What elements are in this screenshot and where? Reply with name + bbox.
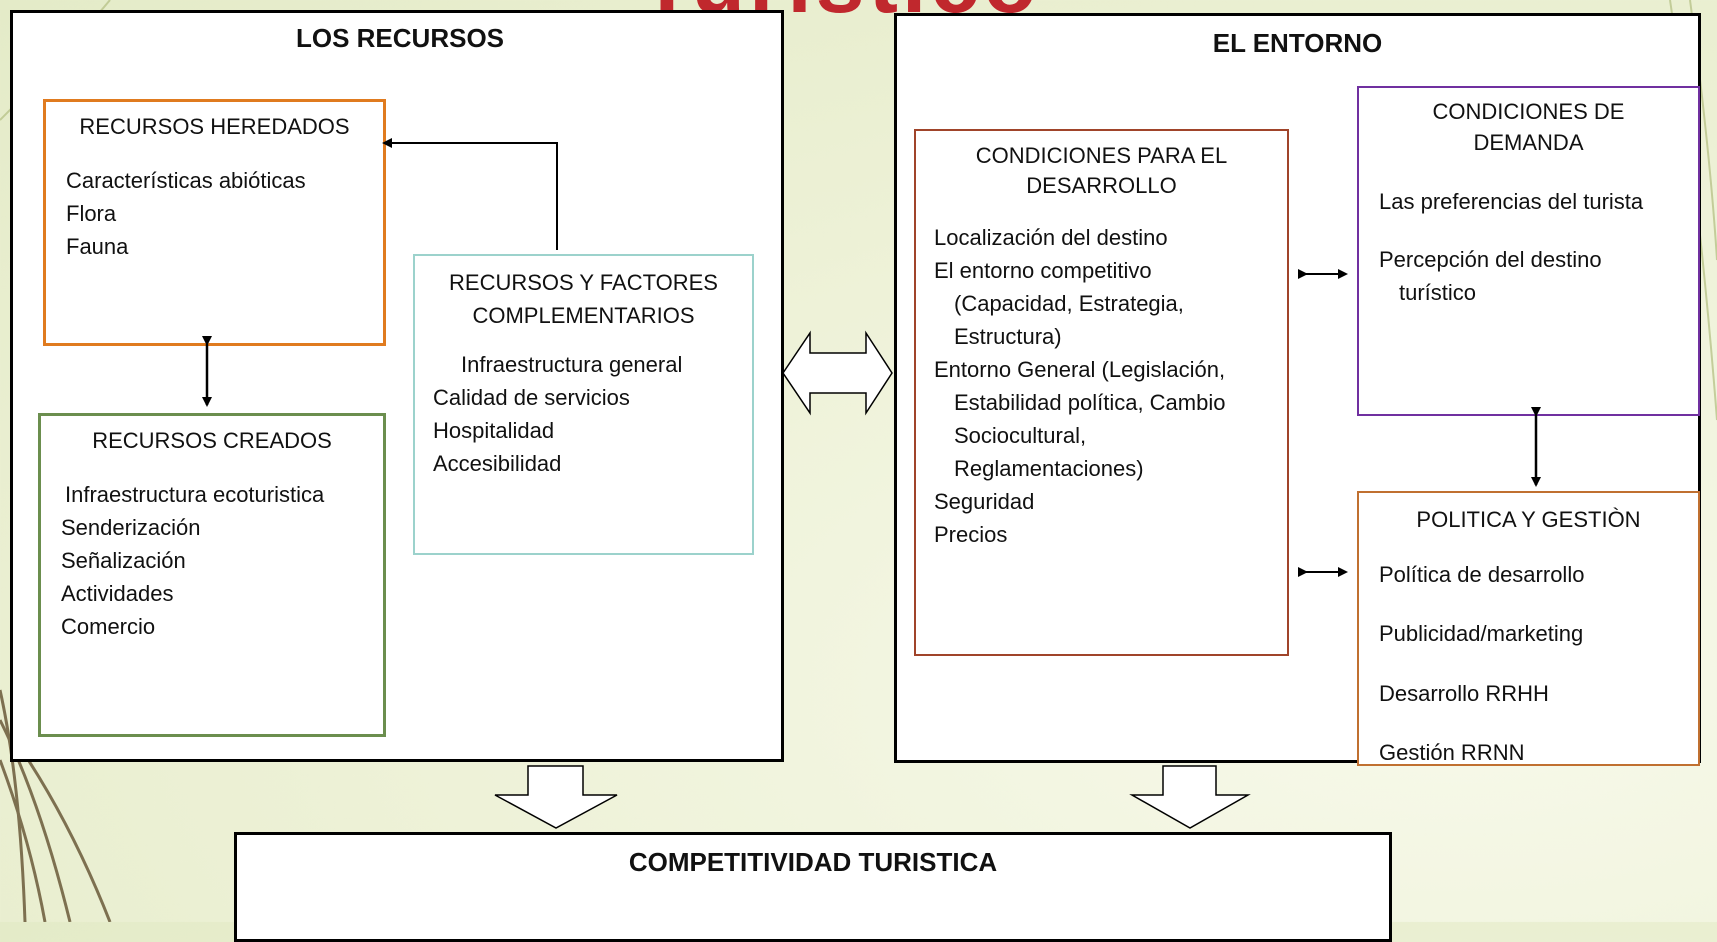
condiciones-desarrollo-line: El entorno competitivo <box>934 258 1152 283</box>
recursos-heredados-title: RECURSOS HEREDADOS <box>79 114 350 139</box>
condiciones-desarrollo-title: DESARROLLO <box>1026 173 1177 198</box>
recursos-complementarios-item: Infraestructura general <box>461 352 683 377</box>
condiciones-desarrollo-line: Reglamentaciones) <box>954 456 1144 481</box>
recursos-complementarios-item: Accesibilidad <box>433 451 562 476</box>
condiciones-desarrollo-title: CONDICIONES PARA EL <box>975 143 1228 168</box>
condiciones-demanda-item: Las preferencias del turista <box>1379 189 1644 214</box>
condiciones-desarrollo-line: Localización del destino <box>934 225 1168 250</box>
condiciones-demanda-box: CONDICIONES DE DEMANDA Las preferencias … <box>1357 86 1700 416</box>
recursos-creados-box: RECURSOS CREADOS Infraestructura ecoturi… <box>38 413 386 737</box>
condiciones-desarrollo-box: CONDICIONES PARA EL DESARROLLO Localizac… <box>914 129 1289 656</box>
recursos-heading: LOS RECURSOS <box>295 23 505 53</box>
recursos-heredados-item: Flora <box>66 201 117 226</box>
politica-gestion-item: Política de desarrollo <box>1379 562 1585 587</box>
recursos-creados-item: Senderización <box>61 515 201 540</box>
recursos-panel: LOS RECURSOS RECURSOS HEREDADOS Caracter… <box>10 10 784 762</box>
condiciones-desarrollo-line: Precios <box>934 522 1008 547</box>
recursos-creados-item: Infraestructura ecoturistica <box>65 482 325 507</box>
recursos-complementarios-title: RECURSOS Y FACTORES <box>449 270 718 295</box>
politica-gestion-item: Gestión RRNN <box>1379 740 1525 765</box>
politica-gestion-box: POLITICA Y GESTIÒN Política de desarroll… <box>1357 491 1700 766</box>
recursos-creados-title: RECURSOS CREADOS <box>92 428 332 453</box>
recursos-heredados-item: Características abióticas <box>66 168 306 193</box>
competitividad-panel: COMPETITIVIDAD TURISTICA <box>234 832 1392 942</box>
condiciones-desarrollo-line: Sociocultural, <box>954 423 1087 448</box>
competitividad-heading: COMPETITIVIDAD TURISTICA <box>628 847 998 877</box>
condiciones-demanda-title: DEMANDA <box>1473 130 1584 155</box>
recursos-complementarios-box: RECURSOS Y FACTORES COMPLEMENTARIOS Infr… <box>413 254 754 555</box>
politica-gestion-item: Desarrollo RRHH <box>1379 681 1549 706</box>
condiciones-desarrollo-line: Estabilidad política, Cambio <box>954 390 1226 415</box>
recursos-heredados-box: RECURSOS HEREDADOS Características abiót… <box>43 99 386 346</box>
recursos-heredados-item: Fauna <box>66 234 129 259</box>
entorno-panel: EL ENTORNO CONDICIONES PARA EL DESARROLL… <box>894 13 1701 766</box>
condiciones-desarrollo-line: Entorno General (Legislación, <box>934 357 1226 382</box>
condiciones-demanda-item: Percepción del destino <box>1379 247 1602 272</box>
recursos-creados-item: Actividades <box>61 581 174 606</box>
recursos-complementarios-title: COMPLEMENTARIOS <box>472 303 695 328</box>
condiciones-desarrollo-line: (Capacidad, Estrategia, <box>954 291 1184 316</box>
politica-gestion-item: Publicidad/marketing <box>1379 621 1584 646</box>
recursos-creados-item: Comercio <box>61 614 156 639</box>
condiciones-desarrollo-line: Seguridad <box>934 489 1035 514</box>
politica-gestion-title: POLITICA Y GESTIÒN <box>1416 507 1641 532</box>
recursos-complementarios-item: Hospitalidad <box>433 418 555 443</box>
condiciones-demanda-title: CONDICIONES DE <box>1432 99 1625 124</box>
recursos-complementarios-item: Calidad de servicios <box>433 385 630 410</box>
condiciones-demanda-item: turístico <box>1399 280 1477 305</box>
entorno-heading: EL ENTORNO <box>1212 28 1383 58</box>
condiciones-desarrollo-line: Estructura) <box>954 324 1062 349</box>
recursos-creados-item: Señalización <box>61 548 186 573</box>
